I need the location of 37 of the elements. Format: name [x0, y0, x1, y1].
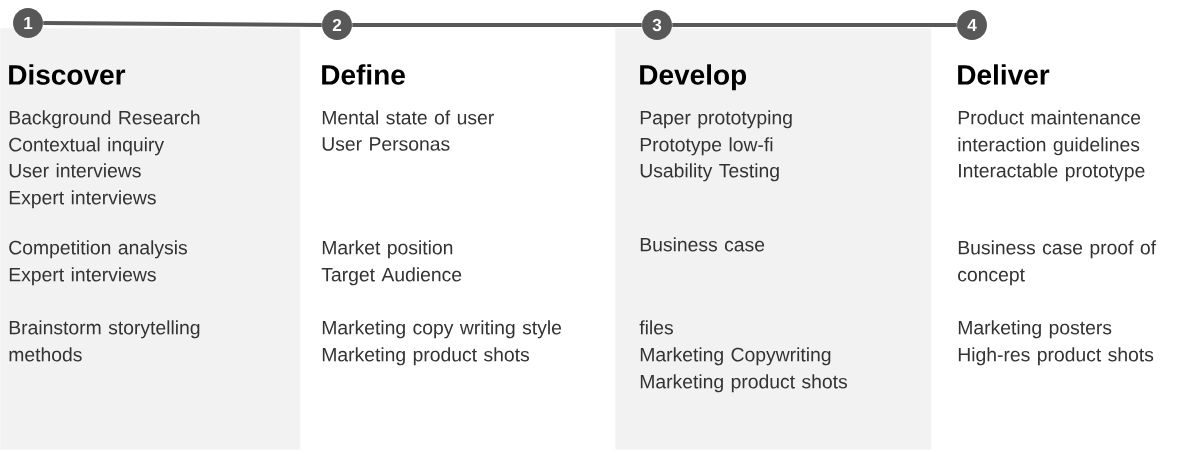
list-item: Business case proof of concept [958, 240, 1157, 286]
list-item: Target Audience [321, 267, 462, 286]
list-item: Marketing product shots [322, 347, 529, 366]
list-item: Product maintenance [958, 110, 1141, 125]
list-item: files [639, 320, 673, 335]
timeline-line [43, 21, 322, 27]
list-item: interaction guidelines [958, 137, 1140, 156]
list-item: Expert interviews [9, 190, 156, 209]
heading: Discover [9, 64, 126, 85]
list-item: Interactable prototype [959, 163, 1145, 182]
list-item: User Personas [322, 137, 450, 151]
heading: Define [322, 64, 405, 85]
timeline-line [672, 23, 957, 27]
list-item: Mental state of user [322, 110, 494, 125]
heading: Develop [640, 64, 747, 91]
list-item: Business case [640, 237, 765, 252]
list-item: Competition analysis [9, 240, 187, 259]
list-item: Marketing posters [958, 320, 1112, 339]
list-item: Expert interviews [9, 267, 156, 286]
step-number: 2 [322, 10, 352, 40]
list-item: Paper prototyping [640, 110, 792, 129]
list-item: Marketing product shots [640, 374, 847, 393]
step-number: 1 [13, 8, 43, 38]
list-item: Usability Testing [640, 163, 779, 182]
list-item: Background Research [9, 110, 200, 129]
list-item: Marketing copy writing style [322, 320, 562, 339]
list-item: Brainstorm storytelling methods [9, 320, 200, 362]
list-item: Marketing Copywriting [640, 347, 831, 366]
list-item: User interviews [9, 163, 141, 178]
list-item: High-res product shots [958, 347, 1154, 366]
list-item: Contextual inquiry [9, 137, 165, 156]
timeline-line [352, 23, 642, 27]
list-item: Market position [322, 240, 453, 259]
step-number: 3 [642, 10, 672, 40]
list-item: Prototype low-fi [640, 137, 773, 156]
heading: Deliver [958, 64, 1050, 85]
step-number: 4 [957, 10, 987, 40]
